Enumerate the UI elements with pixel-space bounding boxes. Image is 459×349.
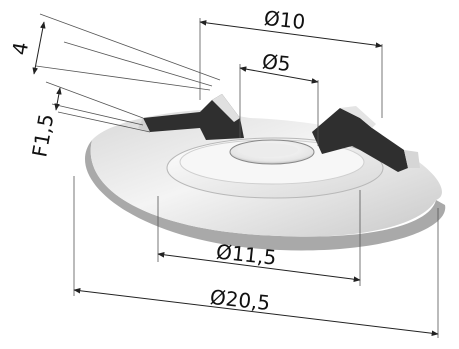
dim-outer-diameter: Ø20,5 (209, 285, 271, 315)
dim-11-5-diameter: Ø11,5 (215, 240, 277, 270)
suction-cup-body (84, 110, 446, 251)
dim-10-diameter: Ø10 (263, 6, 306, 34)
dim-thickness: F1,5 (27, 112, 58, 159)
dim-height: 4 (7, 40, 33, 57)
dimension-lines (32, 20, 439, 337)
dim-5-diameter: Ø5 (261, 49, 292, 76)
right-cross-section (312, 106, 420, 172)
left-cross-section (138, 94, 244, 140)
